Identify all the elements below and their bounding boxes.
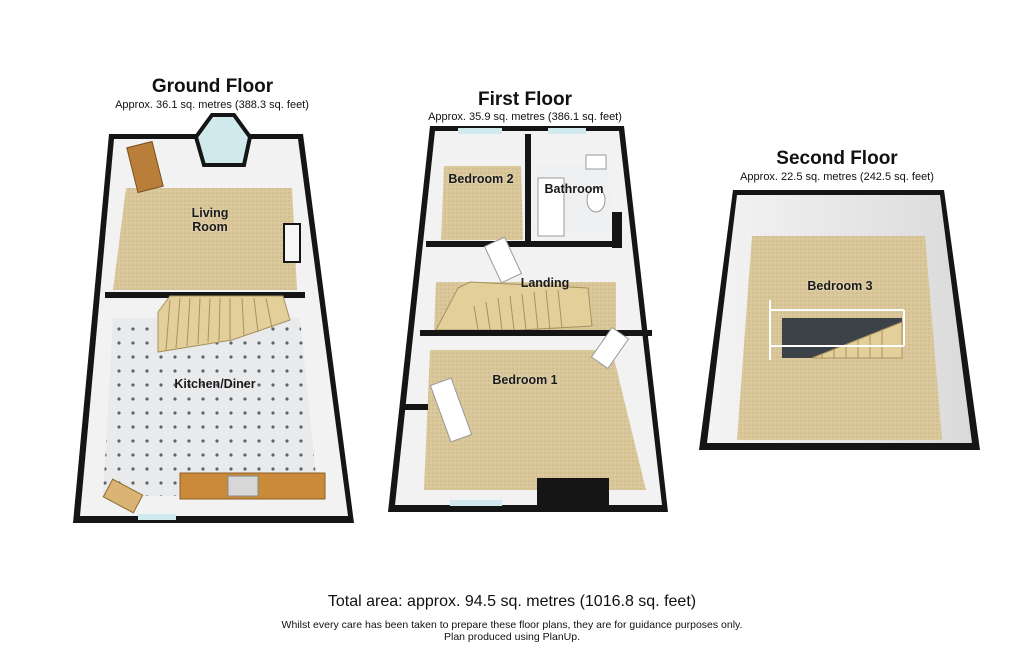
room-label-bathroom: Bathroom [544,182,604,196]
bathroom-dividing-wall [525,134,531,244]
ground-floor-dividing-wall [105,292,305,298]
kitchen-diner-floor [103,318,318,496]
first-floor-plan [388,126,668,512]
second-floor-area: Approx. 22.5 sq. metres (242.5 sq. feet) [740,171,934,183]
bedroom-1-chimney-breast [537,478,609,508]
loft-staircase [769,300,905,360]
washbasin-icon [585,154,607,170]
bedroom-1-window-icon [450,500,502,506]
room-label-landing: Landing [520,276,570,290]
second-floor-title: Second Floor [776,148,898,169]
stair-treads [165,297,273,351]
landing-dividing-wall [420,330,652,336]
room-label-bedroom-2: Bedroom 2 [448,172,514,186]
room-label-bedroom-1: Bedroom 1 [492,373,558,387]
bay-window-icon [193,113,253,167]
wardrobe-door-icon [429,377,473,443]
ground-floor-area: Approx. 36.1 sq. metres (388.3 sq. feet) [115,99,309,111]
bedroom-1-wardrobe-wall [400,404,428,410]
cupboard-icon [283,223,301,263]
entrance-door-icon [126,140,164,194]
living-room-floor [113,188,297,290]
ground-floor-staircase [157,295,291,353]
bathroom-window-icon [548,128,586,134]
kitchen-sink-icon [227,475,259,497]
ground-floor-title: Ground Floor [151,76,274,97]
bathtub-icon [537,177,565,237]
room-label-bedroom-3: Bedroom 3 [807,279,873,293]
kitchen-door-icon [102,478,144,514]
planup-credit: Plan produced using PlanUp. [443,631,580,643]
airing-cupboard [612,212,622,248]
bedroom-2-door-icon [483,236,523,284]
toilet-icon [586,187,606,213]
second-floor-plan [699,190,980,450]
ground-floor-plan [73,113,354,523]
upper-dividing-wall [426,241,621,247]
first-floor-area: Approx. 35.9 sq. metres (386.1 sq. feet) [428,111,622,123]
total-area: Total area: approx. 94.5 sq. metres (101… [327,593,697,610]
room-label-living-room: Living Room [191,206,229,234]
landing-stair-treads [473,289,563,331]
kitchen-window-icon [138,514,176,520]
bedroom-door-icon [590,326,630,370]
stair-balustrade [769,300,905,360]
bedroom-2-window-icon [458,128,502,134]
disclaimer-text: Whilst every care has been taken to prep… [281,619,743,631]
first-floor-title: First Floor [478,89,572,110]
room-label-kitchen-diner: Kitchen/Diner [174,377,256,391]
bedroom-2-floor [441,166,523,240]
bedroom-1-floor [424,350,646,490]
